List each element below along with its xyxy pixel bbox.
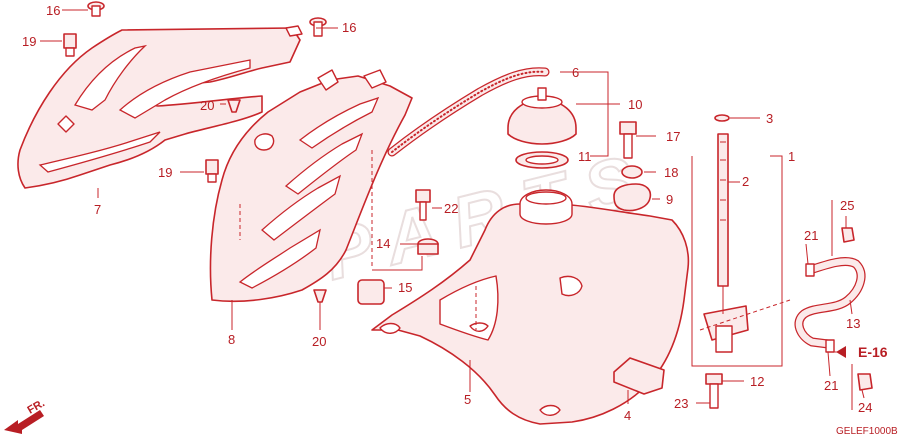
clamp-part-25 [841,227,855,243]
callout-13: 13 [846,316,860,331]
diagram-code: GELEF1000B [836,426,898,437]
rivet-part-20-lower [313,289,327,303]
callout-14: 14 [376,236,390,251]
breather-hose-part-6 [387,67,550,157]
callout-25: 25 [840,198,854,213]
callout-22: 22 [444,201,458,216]
front-direction-arrow-icon [4,410,44,434]
right-shroud-part-8 [209,69,413,303]
rivet-part-20-upper [227,99,241,113]
washer-part-3 [714,114,730,122]
callout-4: 4 [624,408,631,423]
callout-16-right: 16 [342,20,356,35]
callout-15: 15 [398,280,412,295]
left-shroud-part-7 [17,25,303,189]
callout-23: 23 [674,396,688,411]
callout-12: 12 [750,374,764,389]
callout-17: 17 [666,129,680,144]
callout-5: 5 [464,392,471,407]
bolt-part-12 [705,373,723,385]
cushion-part-18 [621,165,643,179]
tube-clip-part-21-lower [825,339,835,353]
rubber-mount-part-15 [357,279,385,305]
front-direction-label: FR. [26,397,47,416]
cushion-part-9 [613,183,652,212]
fuel-tube-part-13 [794,257,866,349]
reference-e16: E-16 [858,344,888,360]
callout-21-lower: 21 [824,378,838,393]
callout-21-upper: 21 [804,228,818,243]
callout-10: 10 [628,97,642,112]
callout-11: 11 [578,149,592,164]
bolt-part-17 [619,121,637,159]
arrow-icon [836,346,846,358]
callout-16-upper: 16 [46,3,60,18]
fuel-valve-part-2 [703,133,749,353]
pad-part-4 [613,357,665,395]
clamp-part-24 [857,373,873,391]
callout-7: 7 [94,202,101,217]
callout-19-upper: 19 [22,34,36,49]
callout-6: 6 [572,65,579,80]
callout-24: 24 [858,400,872,415]
grommet-part-19-upper [63,33,77,57]
callout-19-lower: 19 [158,165,172,180]
callout-3: 3 [766,111,773,126]
clip-part-16-right [309,17,327,37]
callout-20-lower: 20 [312,334,326,349]
callout-1: 1 [788,149,795,164]
grommet-part-19-lower [205,159,219,183]
cap-gasket-hole [525,155,559,165]
callout-2: 2 [742,174,749,189]
clip-part-16-upper [87,1,105,17]
bolt-part-22 [415,189,431,221]
callout-8: 8 [228,332,235,347]
leader-lines [40,9,865,410]
fuel-tank-part-5 [371,189,690,425]
tube-clip-part-21-upper [805,263,815,277]
fuel-cap-part-10 [507,87,577,145]
collar-part-14 [417,238,439,255]
callout-18: 18 [664,165,678,180]
callout-9: 9 [666,192,673,207]
bolt-part-23 [709,383,719,409]
callout-20-upper: 20 [200,98,214,113]
